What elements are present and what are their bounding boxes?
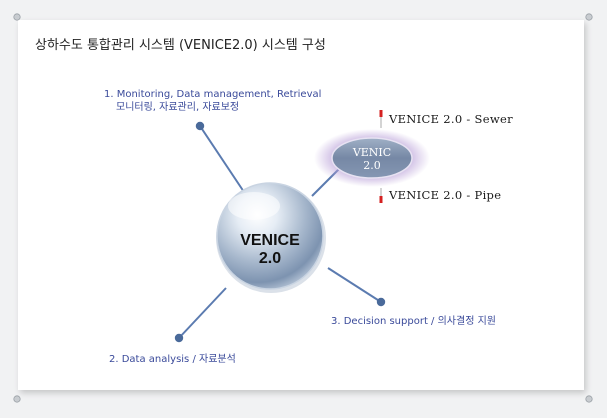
node-dot-monitoring (195, 121, 205, 131)
module-pipe-label: VENICE 2.0 - Pipe (389, 188, 502, 202)
branch-label-analysis: 2. Data analysis / 자료분석 (109, 354, 236, 365)
branch-label-monitoring: 1. Monitoring, Data management, Retrieva… (104, 89, 322, 100)
pipe-marker-icon (379, 196, 383, 203)
branch-line-decision (327, 267, 382, 303)
branch-label-monitoring-ko: 모니터링, 자료관리, 자료보정 (116, 102, 240, 113)
satellite-ellipse (331, 137, 413, 179)
center-label-line1: VENICE (240, 232, 300, 249)
pin-icon (584, 12, 594, 22)
satellite-label-line1: VENIC (352, 146, 391, 159)
center-label-line2: 2.0 (259, 250, 281, 267)
pin-icon (584, 394, 594, 404)
sewer-marker-icon (379, 110, 383, 117)
page-title: 상하수도 통합관리 시스템 (VENICE2.0) 시스템 구성 (35, 38, 326, 53)
sphere-highlight (228, 192, 280, 220)
module-sewer-label: VENICE 2.0 - Sewer (389, 112, 513, 126)
satellite-label-line2: 2.0 (363, 159, 381, 172)
node-dot-analysis (174, 333, 184, 343)
pin-icon (12, 12, 22, 22)
pin-icon (12, 394, 22, 404)
node-dot-decision (376, 297, 386, 307)
branch-line-analysis (178, 287, 227, 339)
branch-label-decision: 3. Decision support / 의사결정 지원 (331, 316, 496, 327)
branch-line-monitoring (199, 125, 245, 193)
